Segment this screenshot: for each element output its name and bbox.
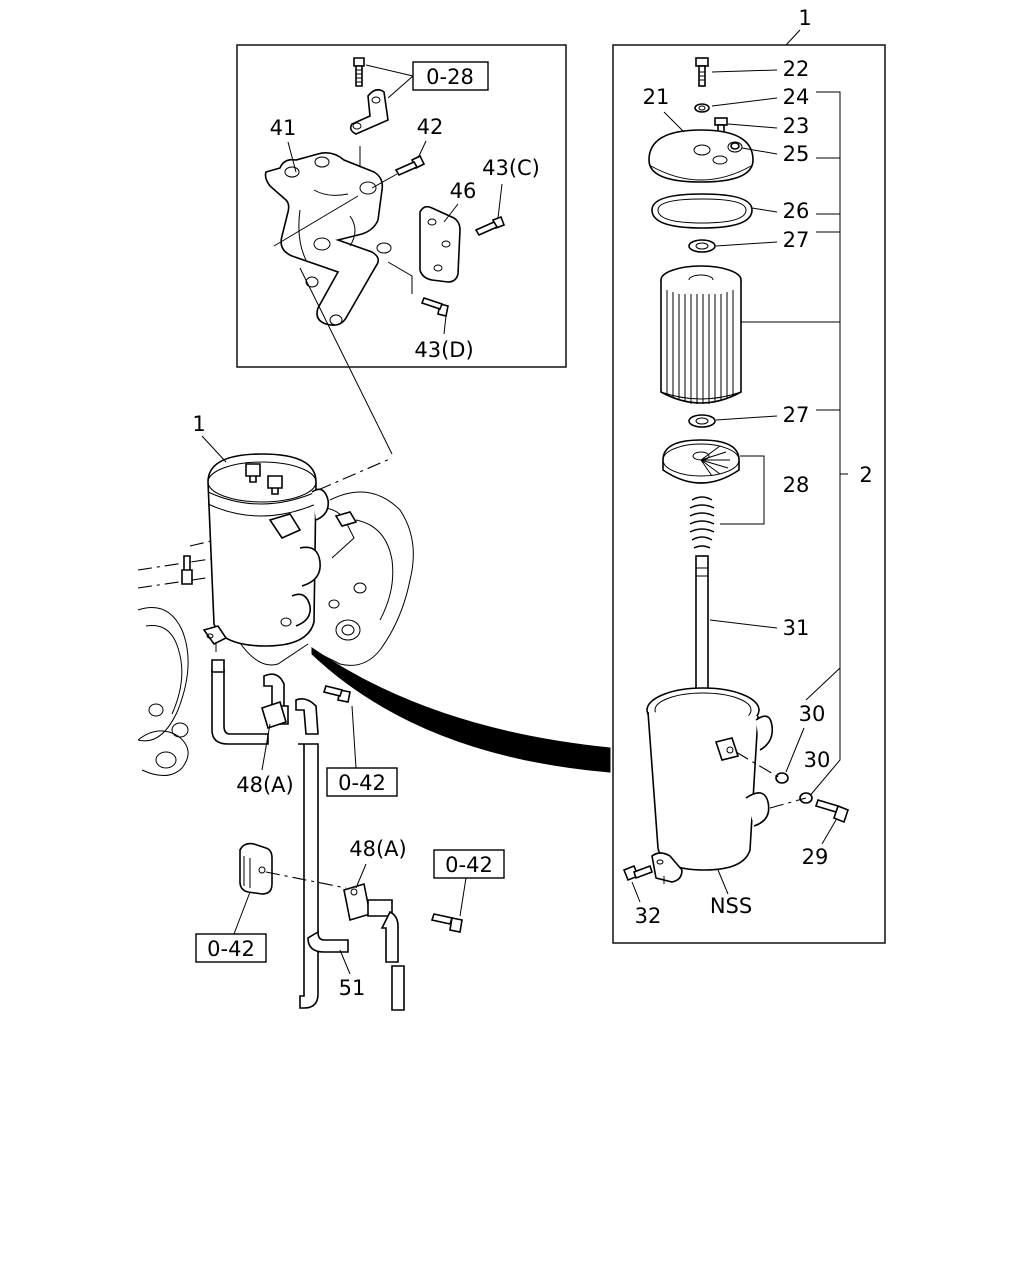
- callout-51: 51: [339, 976, 366, 1000]
- callout-31: 31: [783, 616, 810, 640]
- filter-element: [660, 265, 742, 404]
- bracket-detail-frame: [236, 44, 567, 368]
- callout-1-main: 1: [192, 412, 205, 436]
- callout-23: 23: [783, 114, 810, 138]
- callout-30-a: 30: [799, 702, 826, 726]
- bolt-icon: [322, 685, 351, 703]
- washer-25: [730, 142, 740, 150]
- washer-30-a: [775, 772, 789, 784]
- washer-24: [694, 103, 710, 113]
- callout-43d: 43(D): [414, 338, 473, 362]
- washer-27-lower: [688, 414, 716, 428]
- callout-2: 2: [859, 463, 872, 487]
- callout-1-top: 1: [798, 6, 811, 30]
- ref-label-0-28: 0-28: [426, 65, 474, 89]
- clamp-48a-right: [343, 882, 371, 922]
- bolt-icon: [695, 57, 709, 87]
- ref-label-0-42-mid: 0-42: [338, 771, 386, 795]
- o-ring-26: [651, 193, 753, 229]
- callout-21: 21: [643, 85, 670, 109]
- bolt-icon: [394, 154, 426, 177]
- main-bracket: [264, 152, 384, 326]
- ref-box-0-42-mid: [326, 767, 398, 797]
- callout-29: 29: [802, 845, 829, 869]
- ref-box-0-42-left: [195, 933, 267, 963]
- bolt-icon: [430, 913, 463, 933]
- bolt-icon: [353, 57, 365, 87]
- bolt-icon: [814, 799, 849, 824]
- callout-26: 26: [783, 199, 810, 223]
- bolt-icon: [474, 215, 506, 237]
- filter-exploded-inset: 1 22 24 23 21 25: [612, 6, 886, 944]
- bolt-icon: [420, 297, 449, 317]
- callout-25: 25: [783, 142, 810, 166]
- filter-exploded-frame: [612, 44, 886, 944]
- spring: [689, 496, 715, 549]
- small-bracket: [349, 88, 389, 135]
- callout-30-b: 30: [804, 748, 831, 772]
- clamp-48a-left: [261, 700, 287, 730]
- bolt-icon: [622, 864, 654, 882]
- plate-46: [419, 205, 461, 283]
- ref-box-0-42-right: [433, 849, 505, 879]
- callout-42: 42: [417, 115, 444, 139]
- fuel-hose: [211, 659, 349, 1009]
- assembly-arrow: [311, 647, 611, 773]
- ref-label-0-42-left: 0-42: [207, 937, 255, 961]
- callout-46: 46: [450, 179, 477, 203]
- callout-24: 24: [783, 85, 810, 109]
- callout-41: 41: [270, 116, 297, 140]
- ref-label-0-42-right: 0-42: [445, 853, 493, 877]
- callout-43c: 43(C): [482, 156, 540, 180]
- rubber-clip: [239, 842, 273, 895]
- callout-32: 32: [635, 904, 662, 928]
- filter-cover-21: [648, 129, 754, 183]
- filter-housing: [646, 687, 774, 884]
- spring-seat-28: [662, 439, 740, 484]
- bolt-icon: [245, 463, 261, 483]
- engine-assembly: 1 48(A) 0-42 48(A): [137, 412, 505, 1011]
- washer-27-upper: [688, 239, 716, 253]
- callout-22: 22: [783, 57, 810, 81]
- center-rod-31: [695, 555, 709, 712]
- callout-nss: NSS: [710, 894, 752, 918]
- callout-48a-right: 48(A): [349, 837, 406, 861]
- callout-27-upper: 27: [783, 228, 810, 252]
- callout-28: 28: [783, 473, 810, 497]
- bolt-icon: [267, 475, 283, 495]
- bracket-detail-inset: 0-28 41 42 46: [236, 44, 567, 455]
- ref-box-0-28: [412, 61, 489, 91]
- callout-48a-left: 48(A): [236, 773, 293, 797]
- callout-27-lower: 27: [783, 403, 810, 427]
